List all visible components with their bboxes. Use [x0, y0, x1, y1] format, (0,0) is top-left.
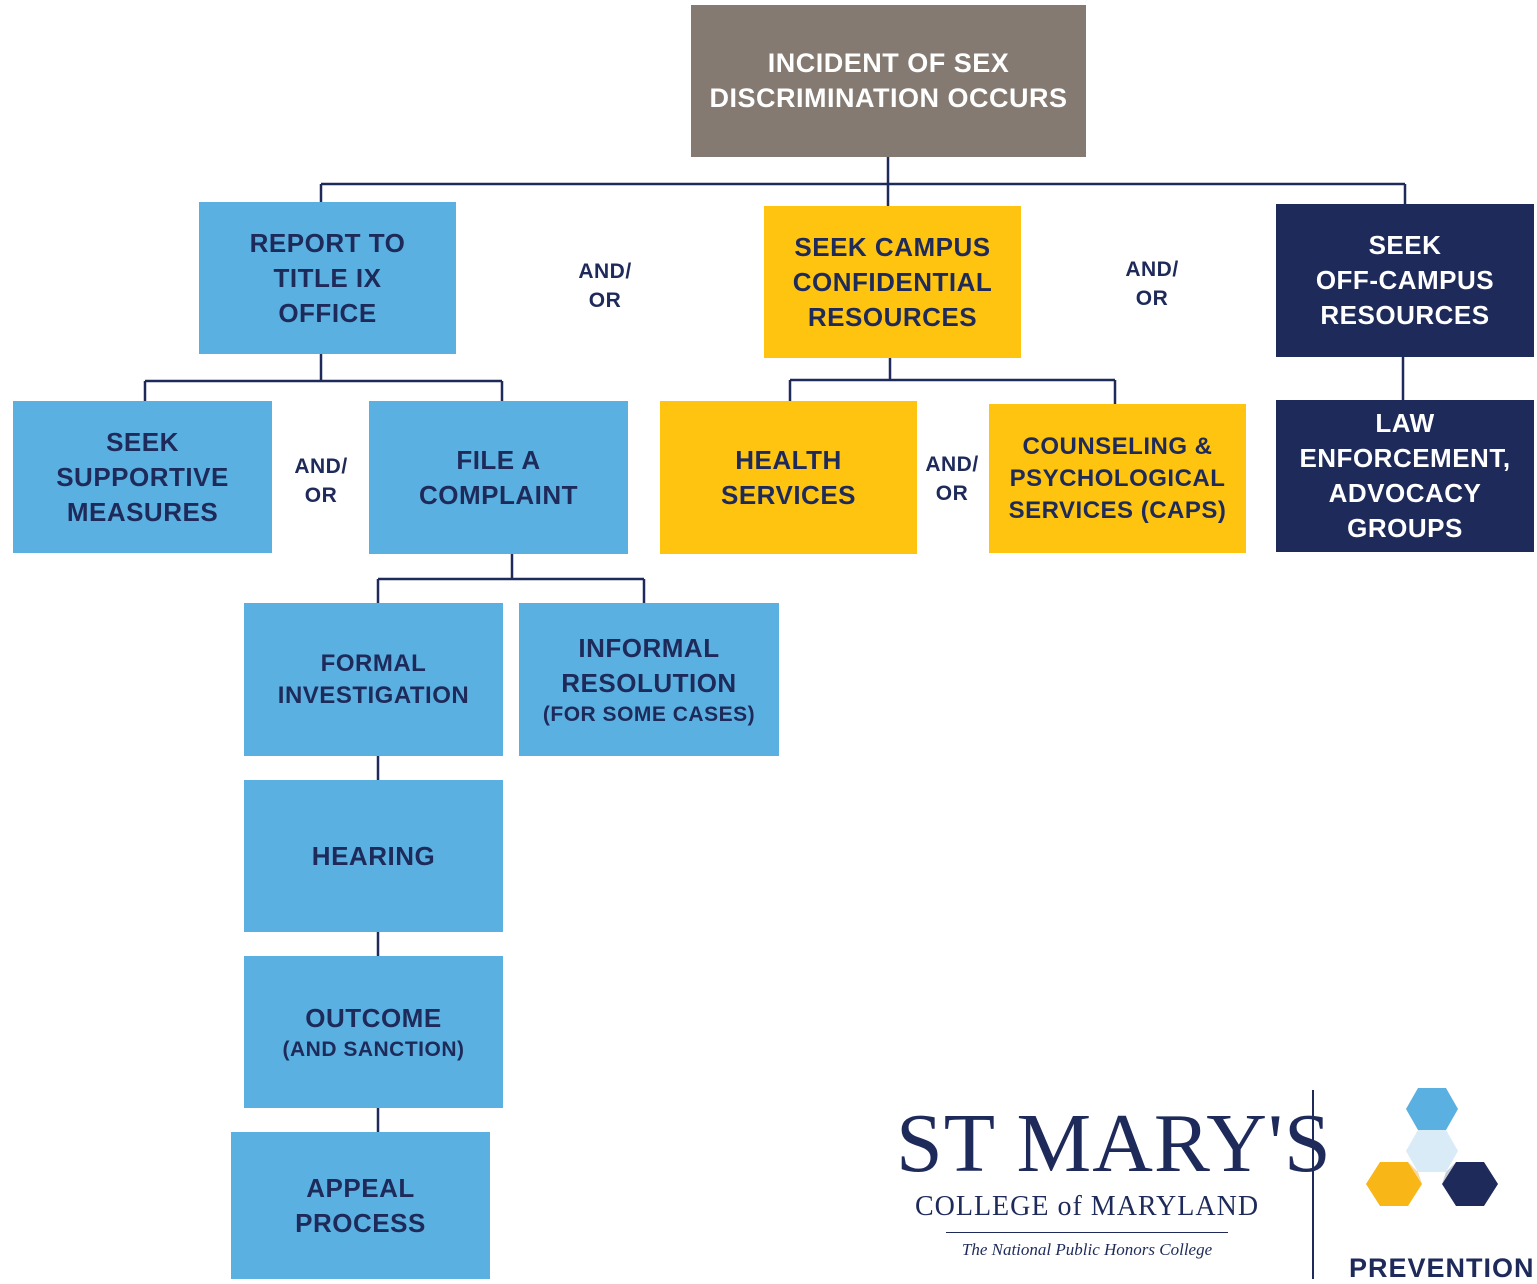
prevention-wordmark: PREVENTION	[1349, 1253, 1535, 1283]
informal-line-1: INFORMAL	[578, 633, 720, 663]
campus-line-2: CONFIDENTIAL	[792, 266, 993, 297]
supportive-line-3: MEASURES	[66, 496, 219, 527]
report-title-ix-box: REPORT TO TITLE IX OFFICE	[199, 202, 456, 354]
andor-label-top-right: AND/ OR	[1107, 255, 1197, 313]
supportive-measures-box: SEEK SUPPORTIVE MEASURES	[13, 401, 272, 553]
appeal-line-2: PROCESS	[295, 1207, 426, 1238]
formal-line-1: FORMAL	[320, 649, 427, 677]
supportive-line-2: SUPPORTIVE	[56, 461, 229, 492]
incident-line-2: DISCRIMINATION OCCURS	[709, 83, 1068, 113]
offcampus-line-3: RESOURCES	[1320, 300, 1490, 330]
campus-line-1: SEEK CAMPUS	[794, 231, 991, 262]
formal-investigation-box: FORMAL INVESTIGATION	[244, 603, 503, 756]
offcampus-line-1: SEEK	[1368, 230, 1442, 260]
andor-line-1: AND/	[925, 453, 979, 476]
hearing-line-1: HEARING	[311, 840, 436, 871]
andor-label-support: AND/ OR	[276, 452, 366, 510]
offcampus-line-2: OFF-CAMPUS	[1315, 265, 1495, 295]
incident-line-1: INCIDENT OF SEX	[767, 48, 1010, 78]
campus-line-3: RESOURCES	[807, 301, 978, 332]
hearing-box: HEARING	[244, 780, 503, 932]
complaint-line-2: COMPLAINT	[418, 479, 579, 510]
logo-divider	[1312, 1090, 1314, 1279]
off-campus-box: SEEK OFF-CAMPUS RESOURCES	[1276, 204, 1534, 357]
report-line-2: TITLE IX	[273, 262, 382, 293]
college-of-maryland-text: COLLEGE of MARYLAND	[914, 1191, 1260, 1222]
andor-line-2: OR	[935, 482, 969, 505]
law-line-2: ENFORCEMENT,	[1299, 443, 1511, 473]
health-line-2: SERVICES	[720, 479, 856, 510]
informal-resolution-box: INFORMAL RESOLUTION (FOR SOME CASES)	[519, 603, 779, 756]
supportive-line-1: SEEK	[106, 426, 179, 457]
health-services-box: HEALTH SERVICES	[660, 401, 917, 554]
andor-line-1: AND/	[578, 260, 632, 283]
law-line-4: GROUPS	[1347, 513, 1463, 543]
law-line-1: LAW	[1375, 408, 1435, 438]
complaint-line-1: FILE A	[456, 444, 541, 475]
outcome-box: OUTCOME (AND SANCTION)	[244, 956, 503, 1108]
st-marys-logo: ST MARY'S COLLEGE of MARYLAND The Nation…	[896, 1096, 1332, 1261]
outcome-line-2: (AND SANCTION)	[282, 1038, 465, 1061]
caps-box: COUNSELING & PSYCHOLOGICAL SERVICES (CAP…	[989, 404, 1246, 553]
prevention-hexagon-icon	[1366, 1088, 1498, 1206]
campus-confidential-box: SEEK CAMPUS CONFIDENTIAL RESOURCES	[764, 206, 1021, 358]
caps-line-1: COUNSELING &	[1022, 432, 1213, 460]
outcome-line-1: OUTCOME	[305, 1003, 442, 1033]
informal-line-3: (FOR SOME CASES)	[542, 703, 756, 726]
health-line-1: HEALTH	[735, 444, 842, 475]
law-enforcement-box: LAW ENFORCEMENT, ADVOCACY GROUPS	[1276, 400, 1534, 552]
logo-rule	[946, 1232, 1228, 1233]
report-line-1: REPORT TO	[249, 227, 406, 258]
andor-line-2: OR	[588, 289, 622, 312]
file-complaint-box: FILE A COMPLAINT	[369, 401, 628, 554]
logo-tagline: The National Public Honors College	[961, 1240, 1213, 1259]
appeal-line-1: APPEAL	[306, 1172, 415, 1203]
informal-line-2: RESOLUTION	[561, 668, 737, 698]
andor-line-2: OR	[1135, 287, 1169, 310]
incident-box: INCIDENT OF SEX DISCRIMINATION OCCURS	[691, 5, 1086, 157]
formal-line-2: INVESTIGATION	[277, 681, 470, 709]
andor-label-health: AND/ OR	[907, 450, 997, 508]
andor-label-top-left: AND/ OR	[560, 257, 650, 315]
caps-line-3: SERVICES (CAPS)	[1008, 496, 1227, 524]
st-marys-wordmark: ST MARY'S	[896, 1097, 1332, 1190]
law-line-3: ADVOCACY	[1328, 478, 1482, 508]
andor-line-2: OR	[304, 484, 338, 507]
andor-line-1: AND/	[1125, 258, 1179, 281]
report-line-3: OFFICE	[278, 297, 377, 328]
andor-line-1: AND/	[294, 455, 348, 478]
appeal-process-box: APPEAL PROCESS	[231, 1132, 490, 1279]
caps-line-2: PSYCHOLOGICAL	[1009, 464, 1226, 492]
